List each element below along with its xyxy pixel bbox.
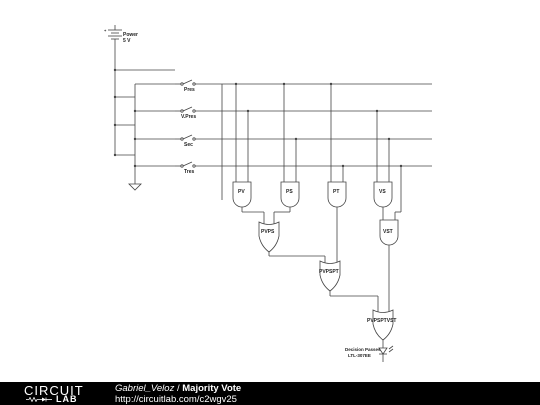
and-gate-pt[interactable] [327, 181, 347, 208]
switch-label-sec: Sec [184, 142, 193, 148]
logo-text-bottom: LAB [56, 394, 78, 404]
author-name[interactable]: Gabriel_Veloz [115, 383, 175, 394]
switch-tres[interactable] [175, 161, 432, 168]
switch-label-pres: Pres [184, 87, 195, 93]
schematic-canvas: + Power 5 V Pres V.Pres [104, 25, 432, 362]
circuitlab-logo[interactable]: CIRCUIT LAB [24, 384, 96, 404]
gate-label-ps: PS [286, 189, 293, 195]
and-gate-ps[interactable] [280, 181, 300, 208]
or-gate-pvps[interactable] [258, 221, 280, 253]
gate-label-pt: PT [333, 189, 339, 195]
gate-label-pvps: PVPS [261, 229, 275, 235]
or-gate-pvpspt[interactable] [319, 260, 341, 292]
project-title-line: Gabriel_Veloz / Majority Vote [115, 383, 241, 394]
or-gate-pvpsptvst[interactable] [372, 309, 394, 341]
and-gate-vst[interactable] [379, 219, 399, 246]
gate-label-pvpsptvst: PVPSPTVST [367, 318, 396, 324]
led-part-label: LTL-307EE [348, 353, 371, 358]
title-separator: / [174, 383, 183, 394]
resistor-diode-icon [26, 397, 52, 402]
power-voltage-label: 5 V [123, 38, 131, 44]
gate-label-pv: PV [238, 189, 245, 195]
switch-pres[interactable] [175, 79, 432, 86]
power-label: Power [123, 32, 138, 38]
switch-vpres[interactable] [175, 106, 432, 113]
gate-label-pvpspt: PVPSPT [319, 269, 339, 275]
and-gate-pv[interactable] [232, 181, 252, 208]
svg-text:+: + [104, 28, 107, 33]
battery-symbol[interactable]: + [104, 25, 122, 44]
gate-label-vst: VST [383, 229, 393, 235]
switch-label-tres: Tres [184, 169, 195, 175]
led-name-label: Decision Passes [345, 347, 381, 352]
logo-text-top: CIRCUIT [24, 383, 84, 398]
footer-bar: CIRCUIT LAB Gabriel_Veloz / Majority Vot… [0, 382, 540, 405]
gate-label-vs: VS [379, 189, 386, 195]
switch-sec[interactable] [175, 134, 432, 141]
project-name[interactable]: Majority Vote [182, 383, 242, 394]
and-gate-vs[interactable] [373, 181, 393, 208]
project-url-link[interactable]: http://circuitlab.com/c2wgv25 [115, 394, 237, 405]
ground-symbol[interactable] [128, 182, 142, 191]
led-symbol[interactable] [378, 345, 394, 362]
switch-label-vpres: V.Pres [181, 114, 196, 120]
